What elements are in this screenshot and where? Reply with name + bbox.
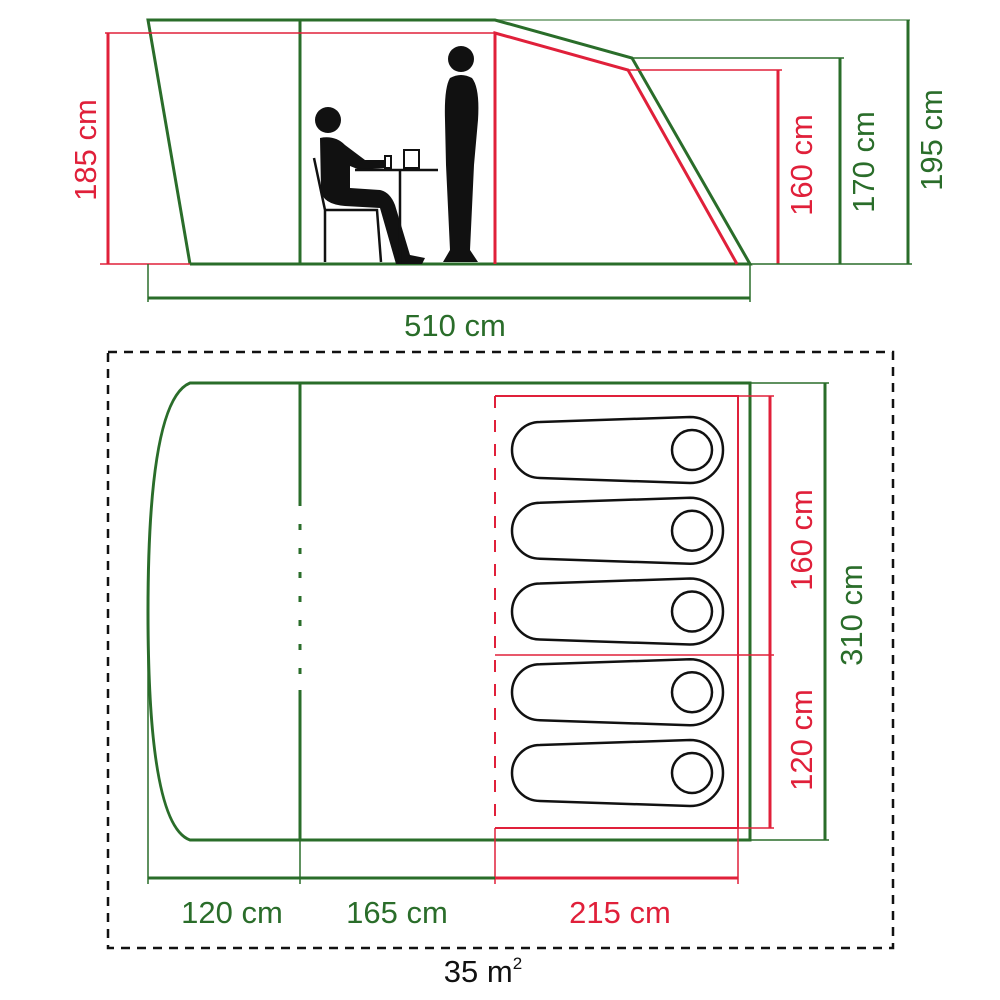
label-area: 35 m2 <box>444 954 522 989</box>
label-160-side: 160 cm <box>784 114 819 216</box>
bedroom-inner-profile <box>493 31 739 265</box>
label-195: 195 cm <box>914 89 949 191</box>
label-120-plan: 120 cm <box>784 689 819 791</box>
sleeping-bag-head-icon <box>670 590 714 633</box>
label-310: 310 cm <box>834 564 869 666</box>
sleeping-bag-head-icon <box>670 751 714 795</box>
seated-person-icon <box>312 107 438 264</box>
label-porch-120: 120 cm <box>181 895 283 930</box>
floor-plan: 160 cm 120 cm 310 cm 120 cm 165 cm 215 c… <box>106 350 895 989</box>
label-160-plan: 160 cm <box>784 489 819 591</box>
standing-person-icon <box>443 46 479 262</box>
label-215: 215 cm <box>569 895 671 930</box>
footprint-area-border <box>106 350 895 950</box>
area-value: 35 m <box>444 954 513 989</box>
bedroom-outline <box>495 395 739 829</box>
sleeping-bag-icon <box>510 577 725 646</box>
sleeping-bag-head-icon <box>670 671 714 714</box>
sleeping-bag-head-icon <box>670 509 714 552</box>
label-170: 170 cm <box>846 111 881 213</box>
sleeping-bags <box>510 415 725 808</box>
sleeping-bag-icon <box>510 496 725 566</box>
sleeping-bag-icon <box>510 738 725 808</box>
sleeping-bag-icon <box>510 415 725 485</box>
label-185: 185 cm <box>68 99 103 201</box>
tent-outer-profile <box>146 18 753 266</box>
sleeping-bag-icon <box>510 657 725 727</box>
label-165: 165 cm <box>346 895 448 930</box>
side-view: 185 cm 160 cm 170 cm 195 cm 510 cm <box>68 18 949 343</box>
area-superscript: 2 <box>513 954 522 973</box>
sleeping-bag-head-icon <box>670 428 714 472</box>
label-510: 510 cm <box>404 308 506 343</box>
tent-floor-outline <box>146 381 752 842</box>
